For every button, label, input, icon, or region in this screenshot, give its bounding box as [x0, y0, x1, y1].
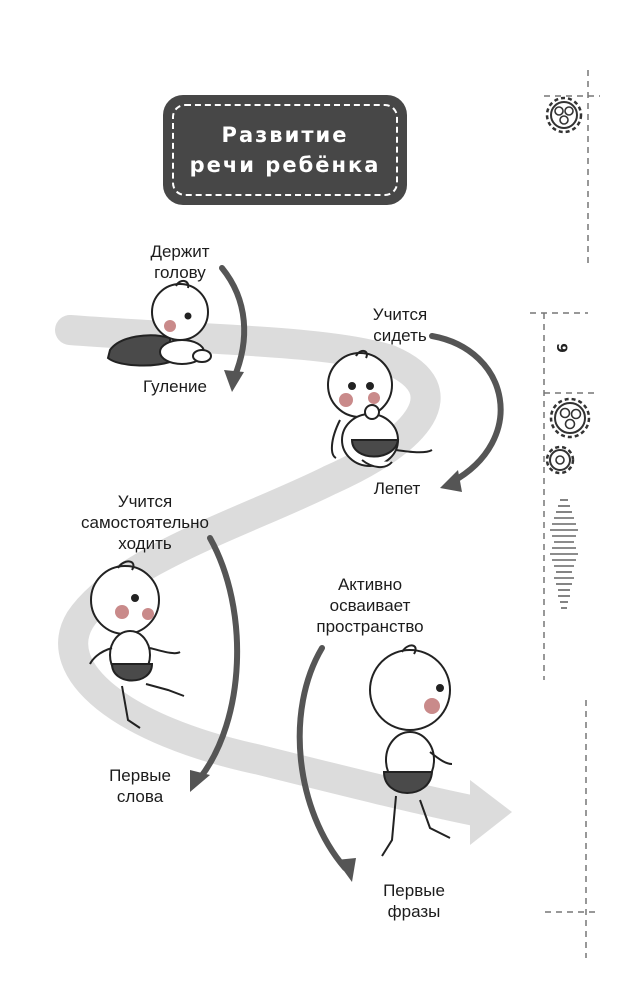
path-arrowhead	[470, 780, 512, 845]
page-number: 9	[552, 343, 569, 353]
title-frame: Развитие речи ребёнка	[172, 104, 398, 196]
baby-walking-forward-illustration	[369, 644, 453, 857]
gear-icon	[549, 397, 591, 439]
title-line-1: Развитие	[221, 123, 349, 147]
gear-icon	[545, 445, 575, 475]
label-learning-walk: Учится самостоятельно ходить	[81, 492, 209, 553]
development-path	[55, 315, 495, 827]
baby-sitting-illustration	[327, 350, 433, 468]
gear-icon	[545, 96, 583, 134]
title-line-2: речи ребёнка	[189, 153, 381, 177]
label-first-words: Первые слова	[109, 766, 171, 806]
arrowhead	[190, 770, 210, 792]
arrow-sit-to-babbling	[429, 333, 504, 485]
label-cooing: Гуление	[143, 377, 207, 396]
arrow-hold-head-to-cooing	[219, 265, 248, 381]
baby-walking-illustration	[89, 560, 185, 729]
label-first-phrases: Первые фразы	[383, 881, 445, 921]
arrowhead	[440, 470, 462, 492]
baby-lying-illustration	[106, 280, 212, 367]
title-box: Развитие речи ребёнка	[163, 95, 407, 205]
sound-wave-icon	[550, 499, 578, 609]
label-learning-sit: Учится сидеть	[372, 305, 428, 345]
label-babbling: Лепет	[373, 479, 421, 498]
label-hold-head: Держит голову	[150, 242, 210, 282]
arrow-explore-to-phrases	[296, 645, 348, 871]
arrowhead	[336, 858, 356, 882]
arrow-walk-to-words	[197, 535, 241, 781]
arrowhead	[224, 370, 244, 392]
label-exploring: Активно осваивает пространство	[316, 575, 424, 636]
